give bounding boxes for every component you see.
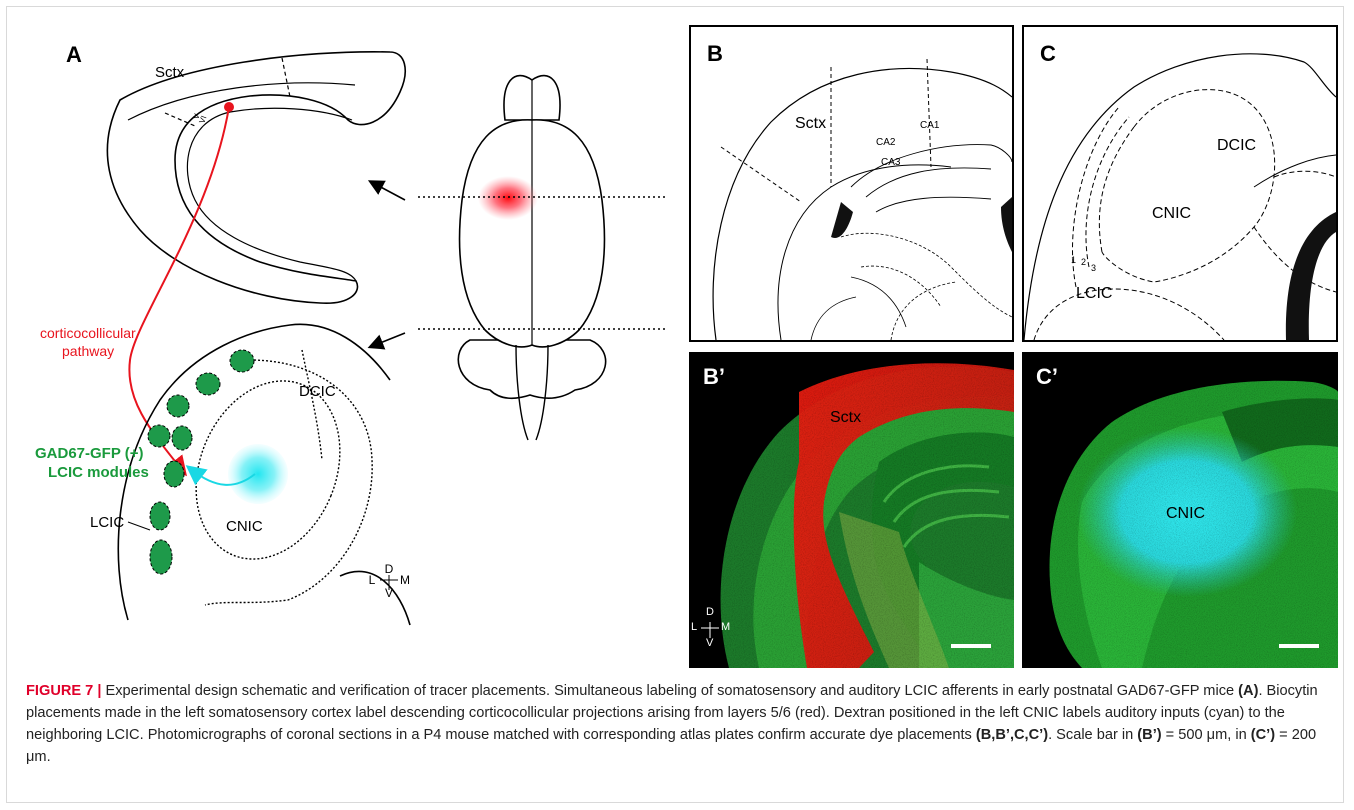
atlas-b-label-ca2: CA2	[876, 137, 895, 148]
modules-label-line1: GAD67-GFP (+)	[35, 445, 144, 462]
dextran-injection-site	[228, 444, 288, 504]
scale-bar-b-prime	[951, 644, 991, 648]
panel-c-atlas: C DCIC CNIC LCIC 1 2 3	[1022, 25, 1338, 342]
svg-text:D: D	[385, 562, 394, 576]
panel-b-prime-photo: B’ Sctx D L M V	[689, 352, 1014, 668]
photo-b-label-sctx: Sctx	[830, 409, 861, 427]
lcic-module	[164, 461, 184, 487]
ic-label-lcic: LCIC	[90, 514, 124, 531]
section-arrow-1	[375, 184, 405, 200]
lcic-module	[150, 540, 172, 574]
caption-text-3: . Scale bar in	[1048, 727, 1137, 743]
figure-caption: FIGURE 7 | Experimental design schematic…	[26, 680, 1326, 768]
atlas-c-label-dcic: DCIC	[1217, 137, 1256, 155]
caption-ref-b-c: (B,B’,C,C’)	[976, 727, 1048, 743]
atlas-c-label-cnic: CNIC	[1152, 205, 1191, 223]
lcic-module	[150, 502, 170, 530]
cortex-outline	[107, 52, 405, 303]
atlas-c-layer-3: 3	[1091, 263, 1096, 273]
brain-dorsal-view	[458, 76, 605, 440]
caption-ref-a: (A)	[1238, 683, 1258, 699]
svg-text:L: L	[369, 573, 376, 587]
atlas-b-label-ca3: CA3	[881, 157, 900, 168]
panel-b-prime-label: B’	[703, 364, 725, 390]
photo-c-label-cnic: CNIC	[1166, 505, 1205, 523]
lcic-module	[148, 425, 170, 447]
panel-b-label: B	[707, 41, 723, 67]
compass-v: V	[706, 637, 713, 649]
section-arrow-2	[375, 333, 405, 345]
panel-b-atlas: B Sctx CA1 CA2 CA3	[689, 25, 1014, 342]
svg-text:M: M	[400, 573, 410, 587]
atlas-c-layer-2: 2	[1081, 257, 1086, 267]
compass-l: L	[691, 621, 697, 633]
panel-c-prime-label: C’	[1036, 364, 1058, 390]
panel-a-schematic: A Sctx V VI corticocollicular pathway DC…	[20, 20, 680, 670]
modules-label-line2: LCIC modules	[48, 464, 149, 481]
caption-ref-b-prime: (B’)	[1137, 727, 1161, 743]
atlas-c-label-lcic: LCIC	[1076, 285, 1112, 303]
brain-injection-site	[478, 176, 538, 220]
compass-d: D	[706, 606, 714, 618]
orientation-compass-a: D L M V	[369, 562, 410, 600]
pathway-label-line1: corticocollicular	[40, 325, 136, 341]
panel-c-label: C	[1040, 41, 1056, 67]
lcic-module	[230, 350, 254, 372]
cortex-dashed-1	[282, 58, 290, 97]
atlas-c-layer-1: 1	[1071, 255, 1076, 265]
panel-a-label: A	[66, 42, 82, 67]
lcic-module	[167, 395, 189, 417]
atlas-b-label-ca1: CA1	[920, 120, 939, 131]
ic-dotted-divider	[302, 350, 322, 460]
caption-text-4: = 500 μm, in	[1162, 727, 1251, 743]
lcic-module	[172, 426, 192, 450]
caption-text-1: Experimental design schematic and verifi…	[106, 683, 1239, 699]
scale-bar-c-prime	[1279, 644, 1319, 648]
cerebellum	[458, 340, 605, 398]
caption-ref-c-prime: (C’)	[1251, 727, 1275, 743]
pathway-label-line2: pathway	[62, 343, 114, 359]
ic-label-dcic: DCIC	[299, 383, 336, 400]
caption-figure-number: FIGURE 7 |	[26, 683, 106, 699]
compass-m: M	[721, 621, 730, 633]
ic-label-cnic: CNIC	[226, 518, 263, 535]
lcic-module	[196, 373, 220, 395]
lcic-leader-line	[128, 522, 150, 530]
atlas-b-label-sctx: Sctx	[795, 115, 826, 133]
panel-c-prime-photo: C’ CNIC	[1022, 352, 1338, 668]
cortex-label-sctx: Sctx	[155, 64, 185, 81]
